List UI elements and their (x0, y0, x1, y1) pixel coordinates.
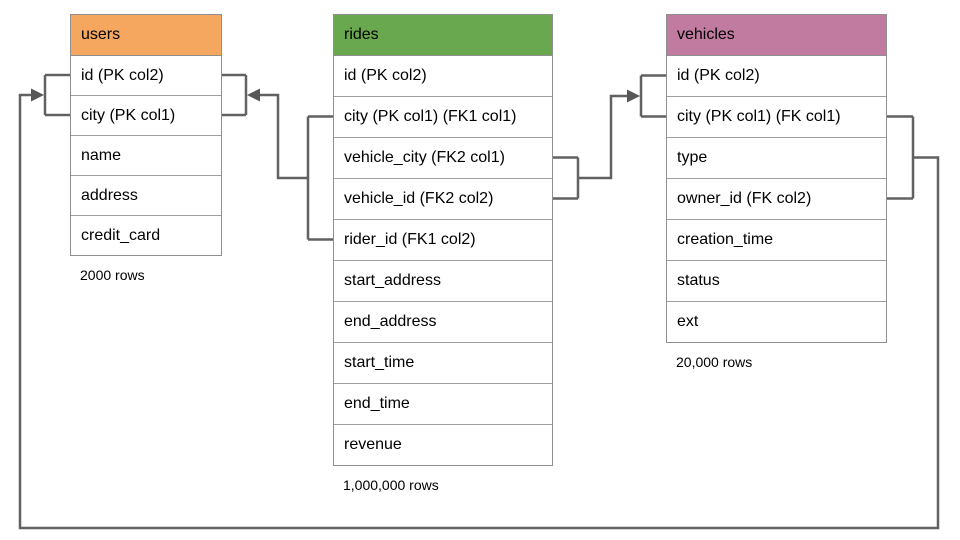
arrowhead-right-icon (31, 88, 44, 102)
table-users-box: users id (PK col2) city (PK col1) name a… (70, 14, 222, 256)
table-rides-header: rides (334, 15, 552, 56)
table-vehicles: vehicles id (PK col2) city (PK col1) (FK… (666, 14, 887, 370)
table-row: ext (667, 302, 886, 342)
table-row: city (PK col1) (71, 96, 221, 136)
arrowhead-right-icon (627, 89, 640, 103)
table-vehicles-box: vehicles id (PK col2) city (PK col1) (FK… (666, 14, 887, 343)
table-row: id (PK col2) (667, 56, 886, 97)
table-row: address (71, 176, 221, 216)
vehicles-right-bracket (18, 93, 940, 530)
table-users-rowcount: 2000 rows (80, 267, 145, 283)
users-left-bracket (43, 73, 70, 117)
table-vehicles-rowcount: 20,000 rows (676, 354, 753, 370)
fk-rides-to-vehicles-connector (553, 74, 666, 200)
table-rides-box: rides id (PK col2) city (PK col1) (FK1 c… (333, 14, 553, 466)
fk-vehicles-to-users-connector (18, 73, 940, 530)
table-row: revenue (334, 425, 552, 465)
table-row: start_time (334, 343, 552, 384)
table-users: users id (PK col2) city (PK col1) name a… (70, 14, 222, 283)
rides-left-bracket (250, 93, 333, 241)
table-row: id (PK col2) (334, 56, 552, 97)
arrowhead-left-icon (247, 88, 260, 102)
table-row: end_time (334, 384, 552, 425)
table-row: status (667, 261, 886, 302)
table-row: id (PK col2) (71, 56, 221, 96)
table-rides-rowcount: 1,000,000 rows (343, 477, 439, 493)
table-row: name (71, 136, 221, 176)
table-row: creation_time (667, 220, 886, 261)
table-rides: rides id (PK col2) city (PK col1) (FK1 c… (333, 14, 553, 493)
table-vehicles-header: vehicles (667, 15, 886, 56)
table-row: vehicle_id (FK2 col2) (334, 179, 552, 220)
rides-right-bracket (553, 94, 636, 200)
table-row: owner_id (FK col2) (667, 179, 886, 220)
table-row: city (PK col1) (FK1 col1) (334, 97, 552, 138)
table-row: vehicle_city (FK2 col1) (334, 138, 552, 179)
table-row: rider_id (FK1 col2) (334, 220, 552, 261)
table-users-header: users (71, 15, 221, 56)
table-row: type (667, 138, 886, 179)
users-right-bracket (222, 73, 248, 117)
table-row: start_address (334, 261, 552, 302)
fk-rides-to-users-connector (222, 73, 333, 241)
table-row: credit_card (71, 216, 221, 255)
table-row: city (PK col1) (FK col1) (667, 97, 886, 138)
table-row: end_address (334, 302, 552, 343)
vehicles-left-bracket (639, 74, 666, 118)
